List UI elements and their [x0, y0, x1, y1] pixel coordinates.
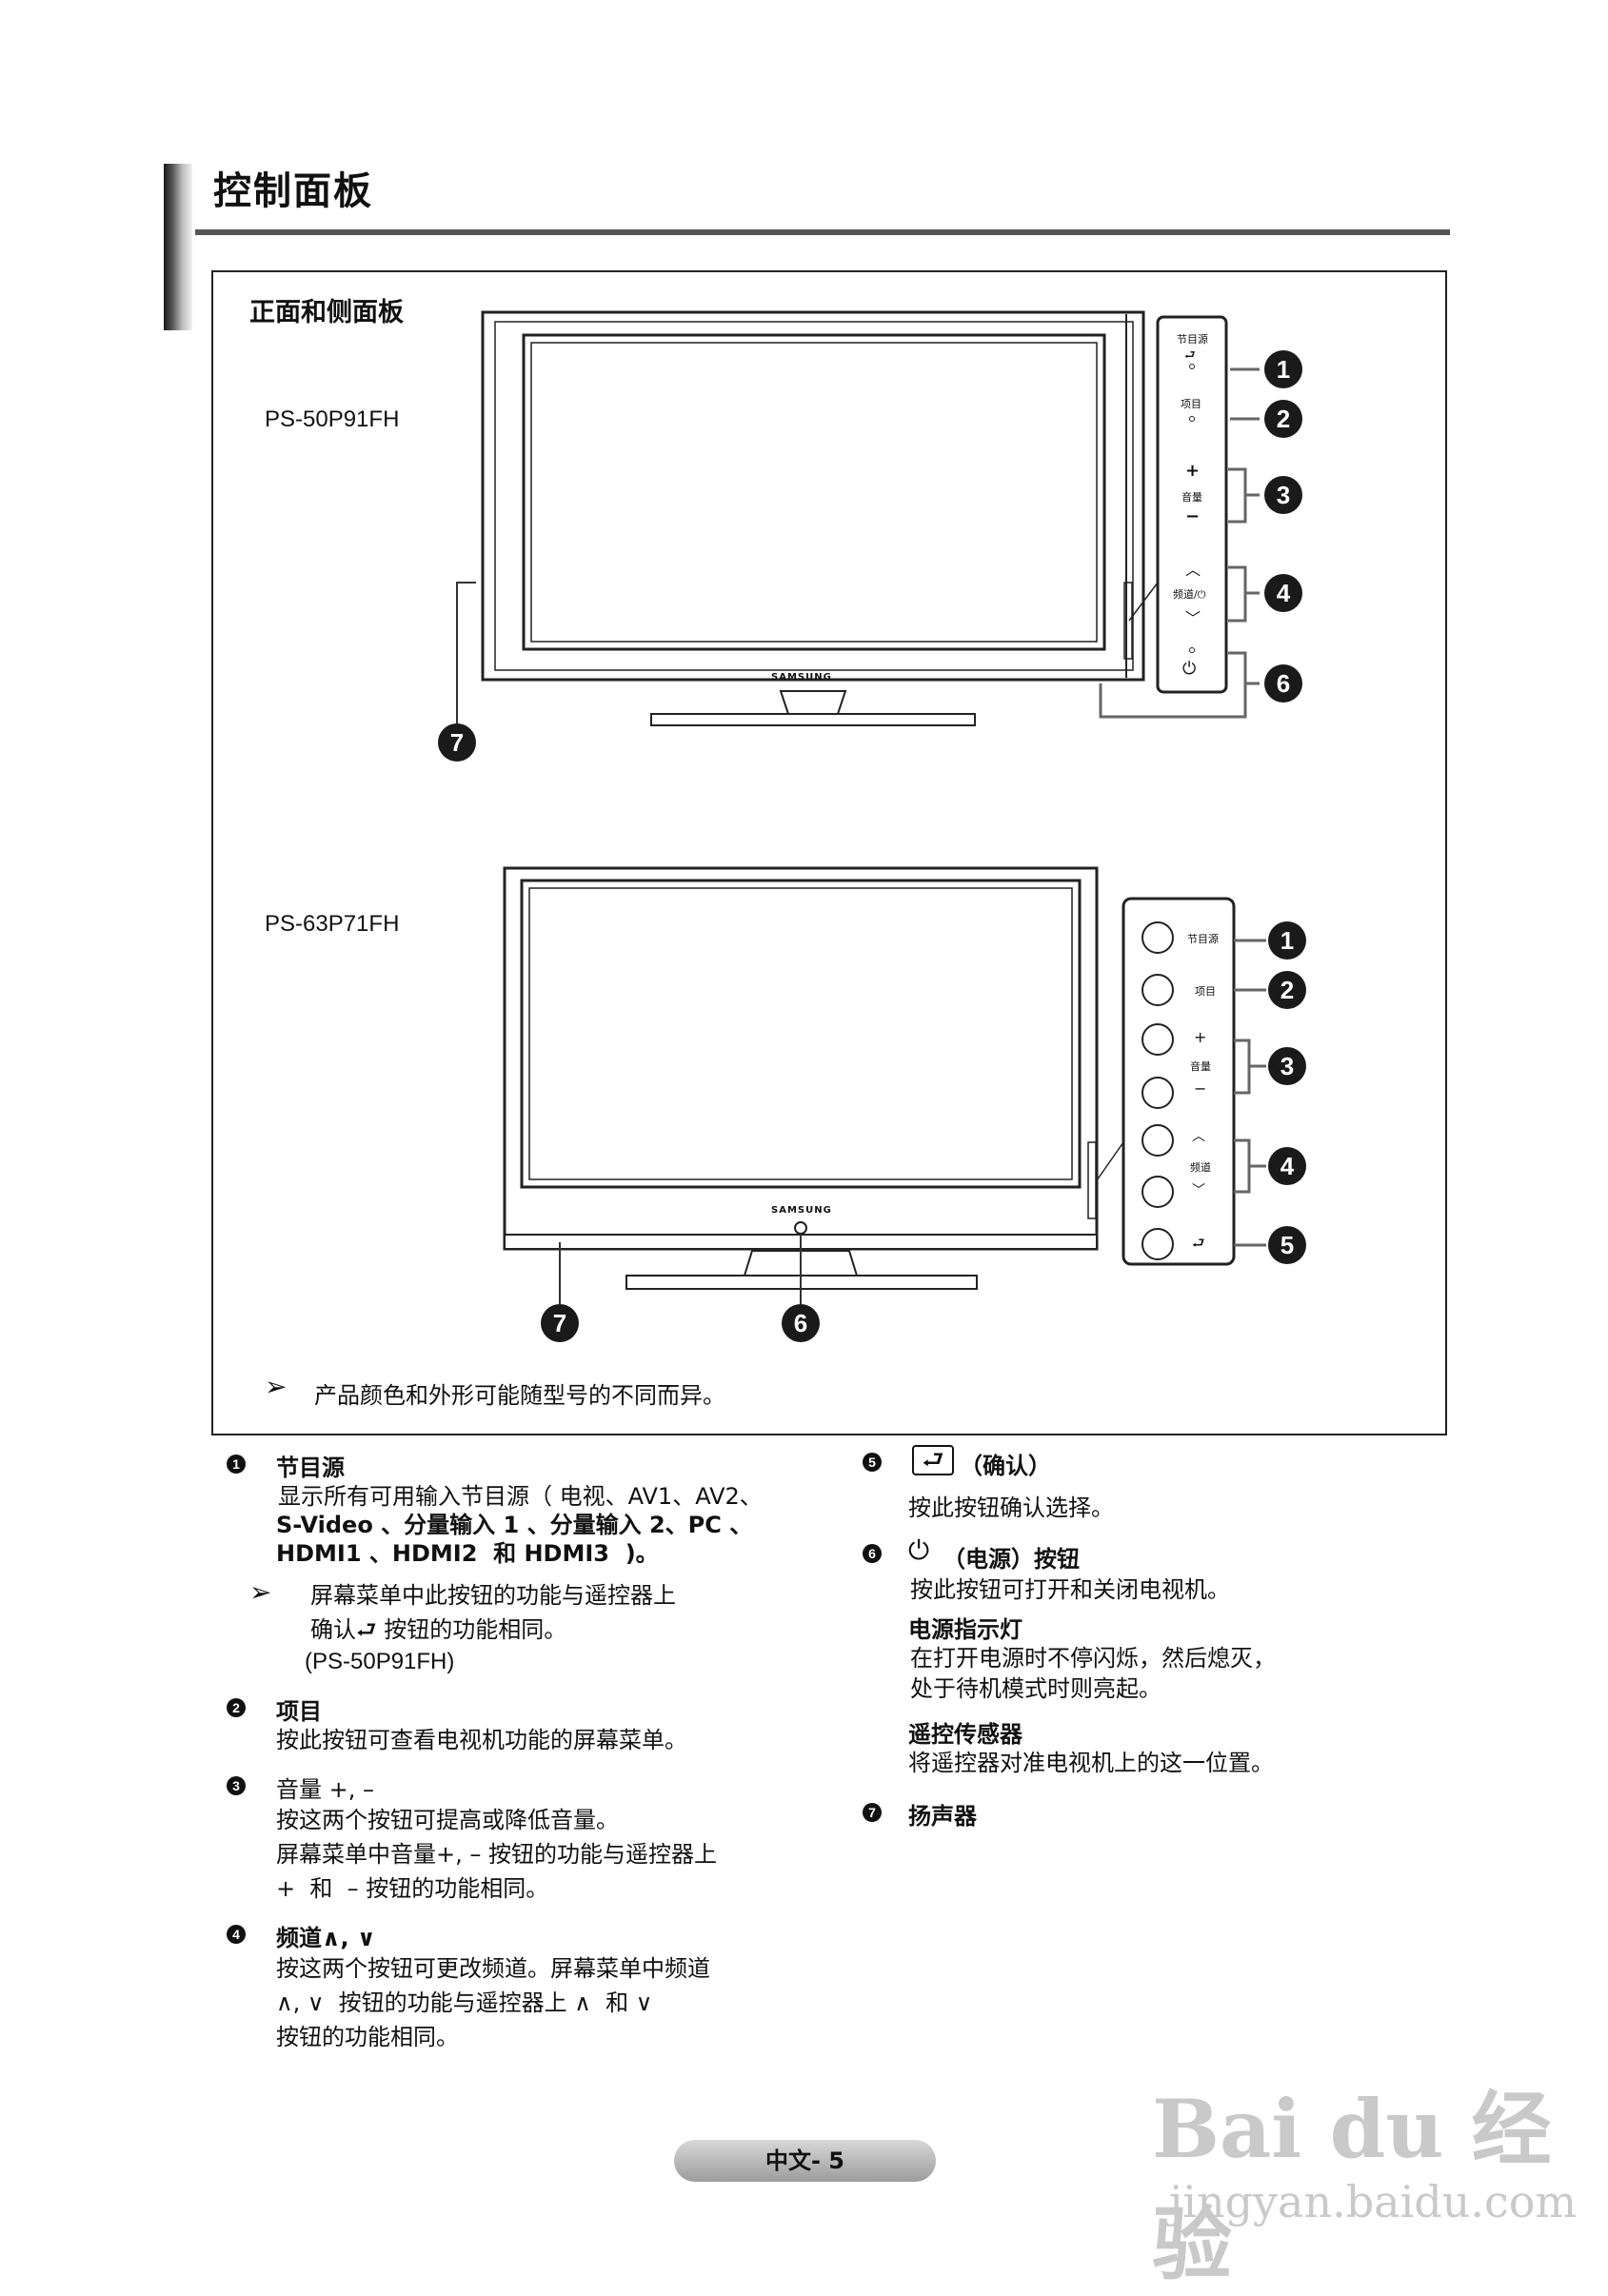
- tv1-source-label: 节目源: [1177, 333, 1208, 346]
- tv1-plus-label: +: [1185, 461, 1201, 481]
- item-title-6: （电源）按钮: [943, 1546, 1080, 1573]
- model-label-1: PS-50P91FH: [265, 406, 400, 432]
- item-6-sub2-line-1: 将遥控器对准电视机上的这一位置。: [908, 1750, 1274, 1776]
- tv2-menu-label: 项目: [1195, 985, 1216, 998]
- item-1-line-3: HDMI1 、HDMI2 和 HDMI3 )。: [276, 1540, 659, 1567]
- callout-4: 4: [1268, 1147, 1306, 1185]
- item-4-line-1: 按这两个按钮可更改频道。屏幕菜单中频道: [276, 1955, 710, 1982]
- callout-7: 7: [541, 1304, 579, 1342]
- enter-icon: ⮐: [912, 1445, 954, 1475]
- tv1-minus-label: −: [1185, 506, 1201, 526]
- tv1-enter-icon: ⮐: [1184, 348, 1196, 363]
- remote-sensor-title: 遥控传感器: [908, 1721, 1022, 1748]
- brand-logo-tv1: SAMSUNG: [771, 672, 832, 683]
- item-title-7: 扬声器: [908, 1803, 977, 1830]
- item-6-sub1-line-1: 在打开电源时不停闪烁，然后熄灭，: [910, 1645, 1276, 1672]
- callout-6: 6: [782, 1304, 820, 1342]
- tv1-up-icon: ︿: [1185, 561, 1201, 579]
- tv2-up-icon: ︿: [1192, 1129, 1205, 1144]
- tv2-enter-icon: ⮐: [1192, 1235, 1205, 1252]
- note-arrow-icon: ➢: [265, 1371, 288, 1402]
- item-4-line-3: 按钮的功能相同。: [276, 2024, 459, 2050]
- power-indicator-title: 电源指示灯: [908, 1616, 1022, 1643]
- callout-2: 2: [1268, 971, 1306, 1009]
- page-title: 控制面板: [213, 169, 373, 213]
- tv1-volume-label: 音量: [1181, 491, 1202, 504]
- item-1-note-line-2: 确认⮐ 按钮的功能相同。: [310, 1616, 567, 1643]
- callout-3: 3: [1268, 1047, 1306, 1085]
- tv1-down-icon: ﹀: [1185, 609, 1201, 627]
- item-2-line-1: 按此按钮可查看电视机功能的屏幕菜单。: [276, 1727, 687, 1753]
- item-number-2: 2: [227, 1698, 246, 1717]
- item-6-sub1-line-2: 处于待机模式时则亮起。: [910, 1675, 1161, 1702]
- item-number-4: 4: [227, 1925, 246, 1944]
- item-number-3: 3: [227, 1776, 246, 1795]
- callout-5: 5: [1268, 1226, 1306, 1264]
- callout-4: 4: [1264, 574, 1302, 612]
- panel-title: 正面和侧面板: [249, 298, 404, 327]
- item-1-line-2: S-Video 、分量输入 1 、分量输入 2、PC 、: [276, 1512, 753, 1538]
- item-3-line-3: + 和 – 按钮的功能相同。: [276, 1875, 549, 1902]
- tv1-power-icon: ⏻: [1182, 659, 1197, 679]
- tv2-minus-label: −: [1194, 1079, 1207, 1098]
- callout-2: 2: [1264, 400, 1302, 438]
- item-3-line-2: 屏幕菜单中音量+, – 按钮的功能与遥控器上: [276, 1841, 717, 1868]
- item-6-line-1: 按此按钮可打开和关闭电视机。: [910, 1576, 1230, 1603]
- item-3-line-1: 按这两个按钮可提高或降低音量。: [276, 1807, 619, 1833]
- item-title-3: 音量 +, –: [276, 1776, 374, 1803]
- item-number-6: 6: [863, 1544, 882, 1563]
- item-title-5: （确认）: [960, 1453, 1051, 1479]
- item-title-1: 节目源: [276, 1455, 345, 1481]
- item-number-5: 5: [863, 1453, 882, 1472]
- callout-1: 1: [1268, 921, 1306, 960]
- tv1-menu-label: 项目: [1181, 398, 1201, 410]
- title-rule: [195, 229, 1450, 235]
- tv2-source-label: 节目源: [1187, 933, 1219, 945]
- item-1-note-line-3: (PS-50P91FH): [305, 1649, 455, 1674]
- tv2-volume-label: 音量: [1190, 1060, 1211, 1073]
- tv2-down-icon: ﹀: [1192, 1183, 1205, 1198]
- item-title-2: 项目: [276, 1698, 322, 1725]
- tv2-plus-label: +: [1194, 1028, 1207, 1046]
- callout-6: 6: [1264, 664, 1302, 703]
- item-1-note-line-1: 屏幕菜单中此按钮的功能与遥控器上: [310, 1582, 676, 1609]
- model-label-2: PS-63P71FH: [265, 911, 400, 937]
- baidu-watermark-url: jingyan.baidu.com: [1169, 2176, 1578, 2227]
- power-icon: ⏻: [908, 1534, 930, 1566]
- tv2-channel-label: 频道: [1190, 1161, 1211, 1174]
- callout-3: 3: [1264, 476, 1302, 514]
- figure-note: 产品颜色和外形可能随型号的不同而异。: [314, 1382, 725, 1409]
- item-5-line-1: 按此按钮确认选择。: [908, 1494, 1114, 1521]
- tv2-illustration: [503, 866, 1266, 1304]
- brand-logo-tv2: SAMSUNG: [771, 1205, 832, 1216]
- page-number: 中文- 5: [674, 2140, 936, 2182]
- item-1-note-arrow-icon: ➢: [249, 1576, 272, 1608]
- figure-frame: [211, 270, 1447, 1435]
- header-side-bar: [164, 164, 192, 330]
- item-title-4: 频道∧, ∨: [276, 1925, 376, 1951]
- tv-illustrations: [456, 310, 1266, 1304]
- item-1-line-1: 显示所有可用输入节目源（ 电视、AV1、AV2、: [278, 1483, 763, 1510]
- tv1-channel-label: 频道/⏻: [1173, 588, 1206, 601]
- callout-7: 7: [438, 723, 476, 762]
- tv1-illustration: [456, 310, 1260, 726]
- callout-1: 1: [1264, 350, 1302, 388]
- item-4-line-2: ∧, ∨ 按钮的功能与遥控器上 ∧ 和 ∨: [276, 1989, 653, 2016]
- item-number-1: 1: [227, 1455, 246, 1474]
- item-number-7: 7: [863, 1803, 882, 1822]
